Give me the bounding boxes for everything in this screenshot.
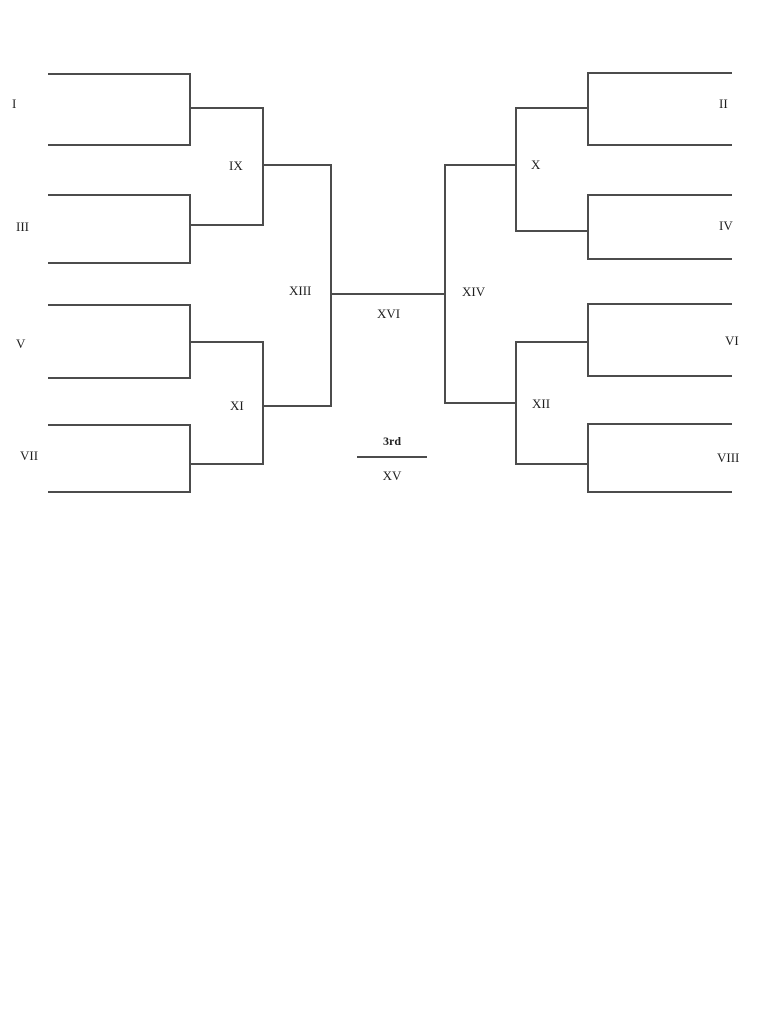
third-place-heading: 3rd xyxy=(383,434,401,448)
qf-x-in-line xyxy=(446,164,515,166)
slot-iv-top-line xyxy=(589,194,732,196)
slot-i-top-line xyxy=(48,73,191,75)
slot-iii-right-line xyxy=(189,194,191,264)
third-place-line xyxy=(357,456,427,458)
slot-vii-top-line xyxy=(48,424,191,426)
slot-viii-bottom-line xyxy=(589,491,732,493)
qf-x-to-slot-ii-line xyxy=(517,107,588,109)
right-seed-1-label: II xyxy=(719,96,728,111)
sf-xiv-vertical-line xyxy=(444,164,446,404)
sf-xiv-label: XIV xyxy=(462,284,486,299)
third-place-xv-label: XV xyxy=(382,468,402,483)
slot-iv-bottom-line xyxy=(589,258,732,260)
qf-xi-vertical-line xyxy=(262,341,264,465)
slot-ii-left-line xyxy=(587,72,589,146)
slot-iv-left-line xyxy=(587,194,589,260)
qf-ix-label: IX xyxy=(229,158,243,173)
slot-vii-connector-line xyxy=(191,463,264,465)
left-seed-3-label: V xyxy=(16,336,26,351)
qf-xii-to-slot-vi-line xyxy=(517,341,588,343)
slot-vi-top-line xyxy=(589,303,732,305)
qf-xi-out-line xyxy=(264,405,332,407)
slot-iii-bottom-line xyxy=(48,262,191,264)
right-seed-4-label: VIII xyxy=(717,450,740,465)
slot-i-right-line xyxy=(189,73,191,146)
slot-ii-top-line xyxy=(589,72,732,74)
qf-x-label: X xyxy=(531,157,541,172)
slot-ii-bottom-line xyxy=(589,144,732,146)
qf-xi-label: XI xyxy=(230,398,244,413)
slot-i-connector-line xyxy=(191,107,264,109)
slot-vii-bottom-line xyxy=(48,491,191,493)
slot-i-bottom-line xyxy=(48,144,191,146)
slot-viii-top-line xyxy=(589,423,732,425)
slot-iii-connector-line xyxy=(191,224,264,226)
slot-viii-left-line xyxy=(587,423,589,493)
left-seed-2-label: III xyxy=(16,219,29,234)
sf-xiii-vertical-line xyxy=(330,164,332,407)
right-seed-3-label: VI xyxy=(725,333,739,348)
slot-iii-top-line xyxy=(48,194,191,196)
slot-v-bottom-line xyxy=(48,377,191,379)
qf-xii-label: XII xyxy=(532,396,551,411)
left-seed-4-label: VII xyxy=(20,448,39,463)
final-xvi-line xyxy=(332,293,445,295)
slot-v-top-line xyxy=(48,304,191,306)
qf-xii-to-slot-viii-line xyxy=(517,463,588,465)
slot-v-connector-line xyxy=(191,341,264,343)
qf-x-to-slot-iv-line xyxy=(517,230,588,232)
qf-xii-vertical-line xyxy=(515,341,517,465)
sf-xiii-label: XIII xyxy=(289,283,312,298)
slot-vi-bottom-line xyxy=(589,375,732,377)
qf-ix-vertical-line xyxy=(262,107,264,226)
qf-x-vertical-line xyxy=(515,107,517,232)
right-seed-2-label: IV xyxy=(719,218,733,233)
slot-vii-right-line xyxy=(189,424,191,493)
qf-xii-in-line xyxy=(446,402,515,404)
slot-v-right-line xyxy=(189,304,191,379)
left-seed-1-label: I xyxy=(12,96,17,111)
qf-ix-out-line xyxy=(264,164,332,166)
slot-vi-left-line xyxy=(587,303,589,377)
final-xvi-label: XVI xyxy=(376,306,401,321)
